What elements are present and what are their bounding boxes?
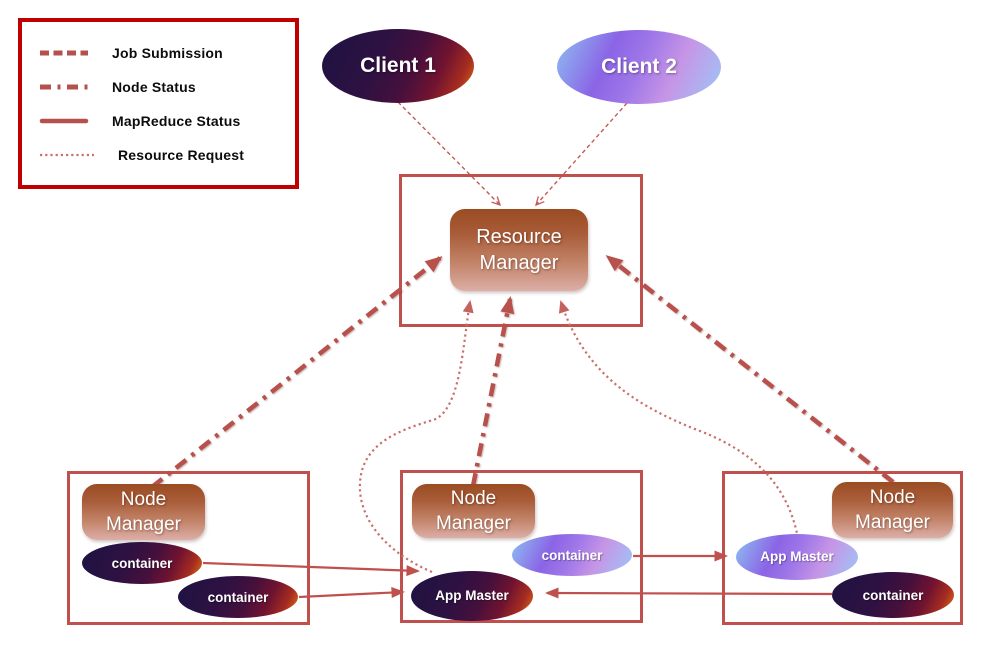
- legend-item-resource-request: Resource Request: [39, 145, 295, 165]
- edge-node-status-nm1: [150, 256, 443, 489]
- resource-manager-label: Resource Manager: [476, 226, 562, 274]
- legend-item-job-submission: Job Submission: [39, 43, 295, 63]
- resource-manager-frame: [399, 174, 643, 327]
- client-label: Client 2: [601, 55, 677, 78]
- container-label: container: [541, 547, 603, 563]
- dotted-line-icon: [40, 153, 94, 156]
- edge-node-status-nm2: [470, 296, 515, 487]
- legend-item-node-status: Node Status: [39, 77, 295, 97]
- node-manager-label: Node Manager: [436, 488, 511, 534]
- container-label: container: [207, 589, 269, 605]
- edge-resource-request-appmaster2: [358, 300, 474, 574]
- app-master-label: App Master: [760, 549, 834, 564]
- client-2-node: Client 2: [557, 30, 721, 104]
- legend-label: Job Submission: [112, 44, 223, 61]
- dash-dot-line-icon: [40, 84, 88, 89]
- legend-label: MapReduce Status: [112, 112, 241, 129]
- legend-item-mapreduce-status: MapReduce Status: [39, 111, 295, 131]
- app-master-label: App Master: [435, 588, 509, 603]
- edge-job-submission-client2: [535, 102, 628, 207]
- edge-mapreduce-container1a: [202, 561, 420, 577]
- app-master-3-node: App Master: [736, 534, 858, 580]
- solid-line-icon: [39, 118, 89, 123]
- container-label: container: [111, 555, 173, 571]
- resource-manager-node: Resource Manager: [450, 209, 588, 291]
- container-1b-node: container: [178, 576, 298, 618]
- node-manager-1-frame: [67, 471, 310, 625]
- client-label: Client 1: [360, 54, 436, 77]
- node-manager-3-node: Node Manager: [832, 482, 953, 538]
- app-master-2-node: App Master: [411, 571, 533, 621]
- container-1a-node: container: [82, 542, 202, 584]
- node-manager-label: Node Manager: [106, 489, 181, 535]
- edge-job-submission-client1: [397, 101, 502, 207]
- node-manager-3-frame: [722, 471, 963, 625]
- edge-mapreduce-container3: [545, 587, 833, 599]
- node-manager-2-node: Node Manager: [412, 484, 535, 538]
- legend: Job Submission Node Status MapReduce Sta…: [18, 18, 299, 189]
- container-label: container: [862, 587, 924, 603]
- client-1-node: Client 1: [322, 29, 474, 103]
- legend-label: Node Status: [112, 78, 196, 95]
- dashed-line-icon: [40, 50, 88, 55]
- node-manager-1-node: Node Manager: [82, 484, 205, 540]
- node-manager-2-frame: [400, 470, 643, 623]
- edge-node-status-nm3: [605, 255, 895, 484]
- edge-mapreduce-container1b: [298, 587, 405, 599]
- container-3-node: container: [832, 572, 954, 618]
- node-manager-label: Node Manager: [855, 487, 930, 533]
- legend-label: Resource Request: [118, 146, 245, 163]
- edge-resource-request-appmaster3: [558, 300, 800, 539]
- container-2-node: container: [512, 534, 632, 576]
